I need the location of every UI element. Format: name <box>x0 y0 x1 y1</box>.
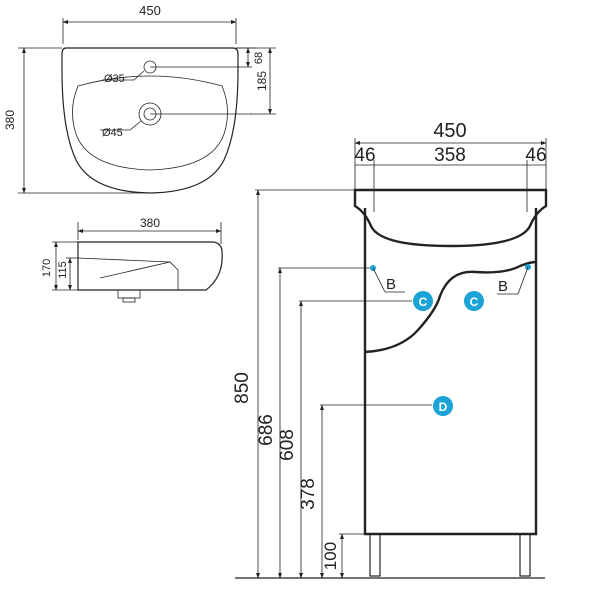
cabinet-width-label: 450 <box>433 120 466 142</box>
marker-b-left-leader <box>372 267 386 293</box>
drain-offset-label: 185 <box>255 71 269 91</box>
leg-right <box>519 533 531 577</box>
cabinet-body <box>363 208 538 536</box>
side-right-label: 46 <box>525 145 546 166</box>
height-total-label: 850 <box>232 372 253 404</box>
basin-top-view: 450 Ø35 Ø45 68 185 380 <box>3 3 276 194</box>
basin-bowl <box>72 75 228 171</box>
basin-side-view: 380 170 115 <box>41 216 223 303</box>
basin-side-outline <box>77 241 223 291</box>
marker-b-right-label: B <box>498 278 508 295</box>
drain-pipe-end <box>122 297 136 303</box>
cabinet-view: 450 46 358 46 850 686 608 378 10 <box>232 120 548 579</box>
side-length-label: 380 <box>140 216 160 230</box>
marker-b-right-leader <box>517 266 529 295</box>
marker-d-badge <box>433 396 453 416</box>
basin-inner-slope <box>99 261 179 290</box>
height-c-label: 608 <box>277 429 298 461</box>
tap-offset-label: 68 <box>253 52 265 64</box>
tap-hole-label: Ø35 <box>104 73 125 85</box>
marker-c-left-label: C <box>419 295 428 309</box>
marker-c-right-badge <box>464 291 484 311</box>
cabinet-wave-shelf <box>364 260 537 354</box>
side-left-label: 46 <box>354 145 375 166</box>
basin-inner-line <box>77 257 171 263</box>
basin-outline <box>61 47 239 194</box>
drain-hole-label: Ø45 <box>102 127 123 139</box>
tap-leader <box>133 70 145 81</box>
leg-left <box>369 533 381 577</box>
marker-b-left-label: B <box>386 276 396 293</box>
height-d-label: 378 <box>298 478 319 510</box>
drain-pipe <box>117 289 141 299</box>
inner-width-label: 358 <box>434 145 466 166</box>
basin-width-label: 450 <box>139 3 161 18</box>
height-b-label: 686 <box>256 414 277 446</box>
marker-c-right-label: C <box>470 295 479 309</box>
cabinet-basin <box>353 188 548 248</box>
drain-leader <box>129 120 142 131</box>
marker-d-label: D <box>439 400 448 414</box>
marker-c-left-badge <box>413 291 433 311</box>
side-height-label: 170 <box>41 259 53 277</box>
leg-height-label: 100 <box>321 542 340 570</box>
basin-depth-label: 380 <box>3 110 17 130</box>
bowl-height-label: 115 <box>57 261 69 279</box>
